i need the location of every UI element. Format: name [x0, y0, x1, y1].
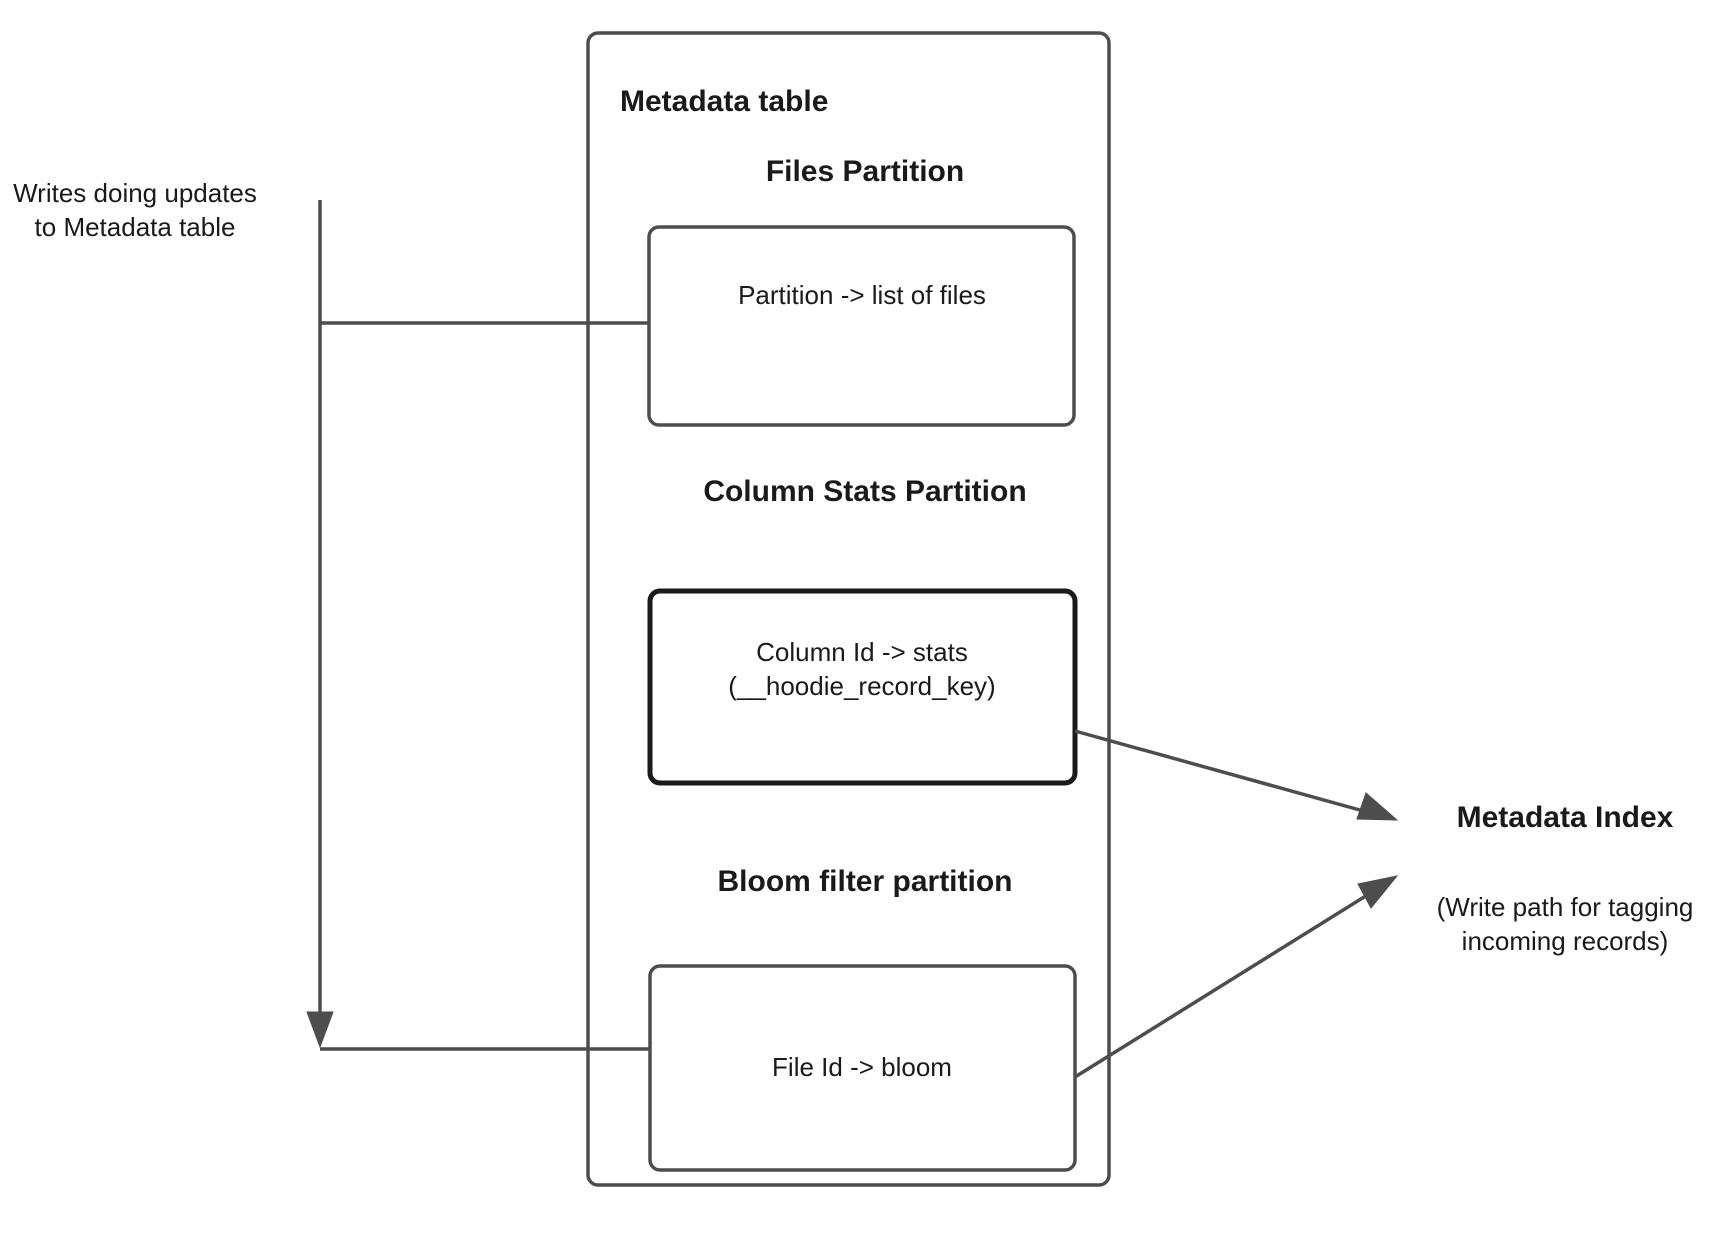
colstats-to-index-arrowhead-icon [1356, 792, 1399, 821]
bloom-filter-partition-box-label: File Id -> bloom [772, 1052, 952, 1082]
metadata-index-subtitle: (Write path for tagging incoming records… [1436, 892, 1694, 957]
bloom-to-index-arrow-line [1074, 882, 1386, 1079]
bloom-to-index-arrowhead-icon [1357, 875, 1399, 909]
column-stats-partition-box-label: Column Id -> stats (__hoodie_record_key) [728, 637, 996, 702]
metadata-table-title: Metadata table [620, 85, 829, 118]
column-stats-partition-box [647, 588, 1078, 786]
colstats-to-index-arrow-line [1074, 729, 1386, 819]
writes-updates-annotation: Writes doing updates to Metadata table [13, 178, 257, 243]
files-partition-box-label: Partition -> list of files [738, 280, 986, 310]
metadata-table-container [586, 31, 1111, 1187]
files-partition-heading: Files Partition [765, 155, 965, 188]
files-partition-box [647, 225, 1076, 427]
metadata-index-title: Metadata Index [1456, 801, 1674, 834]
writes-connector-arrowhead-icon [306, 1011, 334, 1049]
bloom-filter-partition-box [648, 964, 1077, 1172]
bloom-filter-partition-heading: Bloom filter partition [717, 865, 1013, 898]
column-stats-partition-heading: Column Stats Partition [703, 475, 1027, 508]
